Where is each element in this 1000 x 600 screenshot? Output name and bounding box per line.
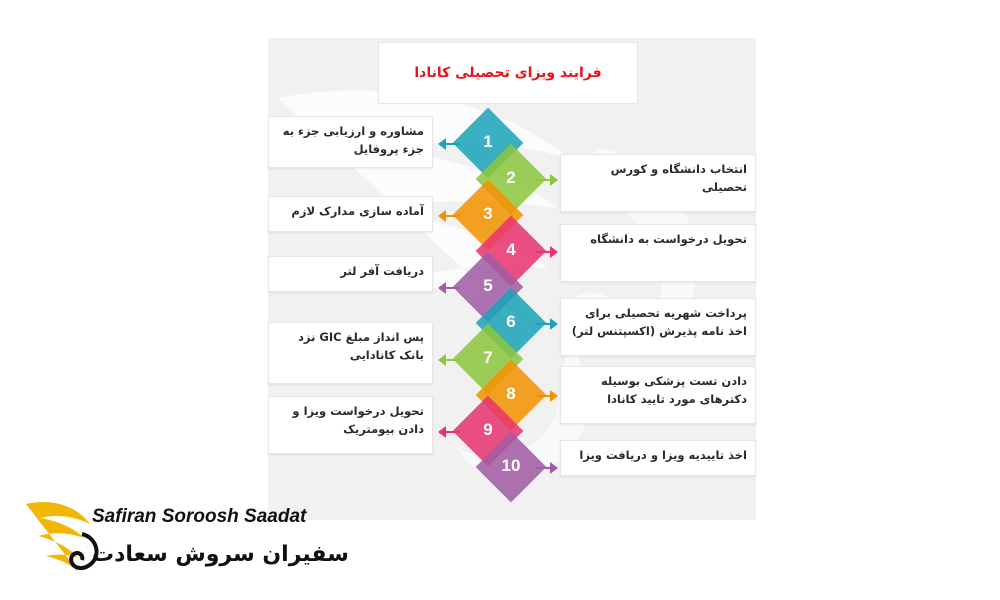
step-10-number: 10 [501,456,521,475]
step-5-arrow [438,282,460,294]
logo-english-text: Safiran Soroosh Saadat [92,506,307,527]
logo-persian-text: سفیران سروش سعادت [92,542,349,567]
step-8-arrow [536,390,558,402]
step-8-box: دادن تست پزشکی بوسیله دکترهای مورد تایید… [560,366,756,424]
step-7-arrow [438,354,460,366]
step-2-box: انتخاب دانشگاه و کورس تحصیلی [560,154,756,212]
step-3-arrow [438,210,460,222]
step-9-arrow [438,426,460,438]
step-5-number: 5 [483,276,493,295]
step-4-number: 4 [506,240,516,259]
step-6-number: 6 [506,312,516,331]
logo-wing-icon [26,502,99,574]
step-4-box: تحویل درخواست به دانشگاه [560,224,756,282]
step-2-arrow [536,174,558,186]
step-10-arrow [536,462,558,474]
step-2-number: 2 [506,168,516,187]
step-1-number: 1 [483,132,493,151]
step-7-box: پس انداز مبلغ GIC نزد بانک کانادایی [268,322,433,384]
step-9-number: 9 [483,420,493,439]
step-3-number: 3 [483,204,493,223]
step-7-number: 7 [483,348,493,367]
step-1-box: مشاوره و ارزیابی جزء به جزء پروفایل [268,116,433,168]
step-3-box: آماده سازی مدارک لازم [268,196,433,232]
step-6-box: پرداخت شهریه تحصیلی برای اخذ نامه پذیرش … [560,298,756,356]
step-8-number: 8 [506,384,516,403]
step-1-arrow [438,138,460,150]
step-4-arrow [536,246,558,258]
diagram-title: فرایند ویزای تحصیلی کانادا [378,42,638,104]
step-6-arrow [536,318,558,330]
step-10-box: اخذ تاییدیه ویزا و دریافت ویزا [560,440,756,476]
step-9-box: تحویل درخواست ویزا و دادن بیومتریک [268,396,433,454]
step-5-box: دریافت آفر لتر [268,256,433,292]
